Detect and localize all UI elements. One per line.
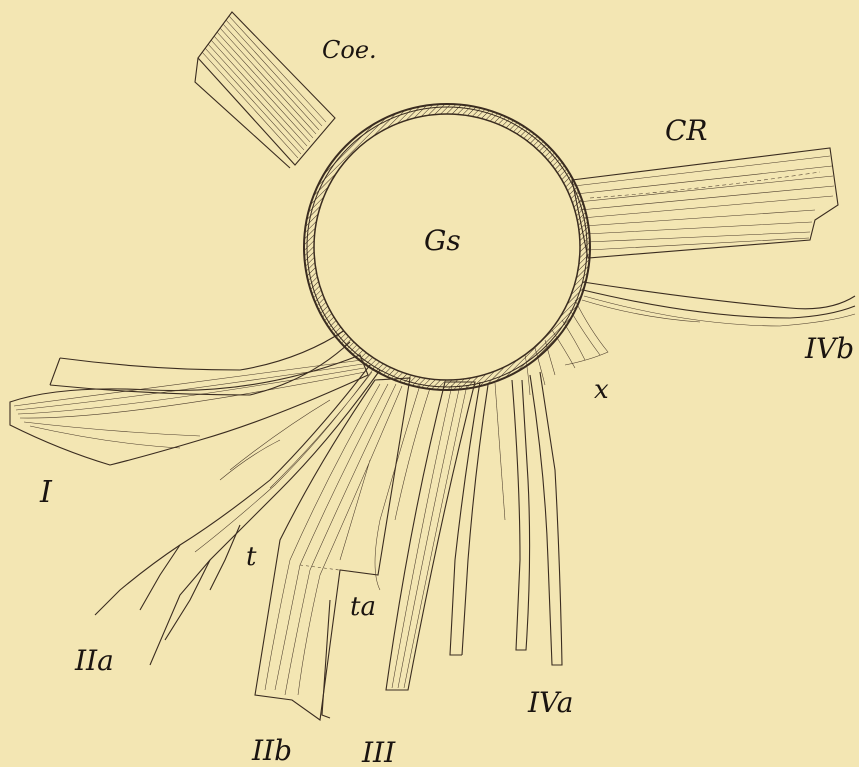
label-gs: Gs — [424, 224, 461, 257]
label-ta: ta — [350, 592, 376, 622]
label-t: t — [246, 542, 257, 572]
cr-nerve-trunk — [572, 148, 838, 258]
nerve-iib — [255, 378, 410, 720]
label-coe: Coe. — [322, 36, 377, 64]
label-cr: CR — [665, 114, 708, 147]
label-ivb: IVb — [804, 332, 854, 365]
label-iia: IIa — [74, 644, 114, 677]
label-i: I — [39, 475, 53, 510]
label-iii: III — [361, 736, 396, 767]
label-iva: IVa — [527, 686, 573, 719]
nerve-iva — [495, 372, 562, 665]
ivb-nerve — [582, 282, 855, 326]
coe-nerve-trunk — [195, 12, 335, 168]
ta-fibres — [375, 385, 430, 590]
label-iib: IIb — [251, 734, 292, 767]
nerve-i — [10, 330, 368, 465]
label-x: x — [594, 375, 609, 405]
